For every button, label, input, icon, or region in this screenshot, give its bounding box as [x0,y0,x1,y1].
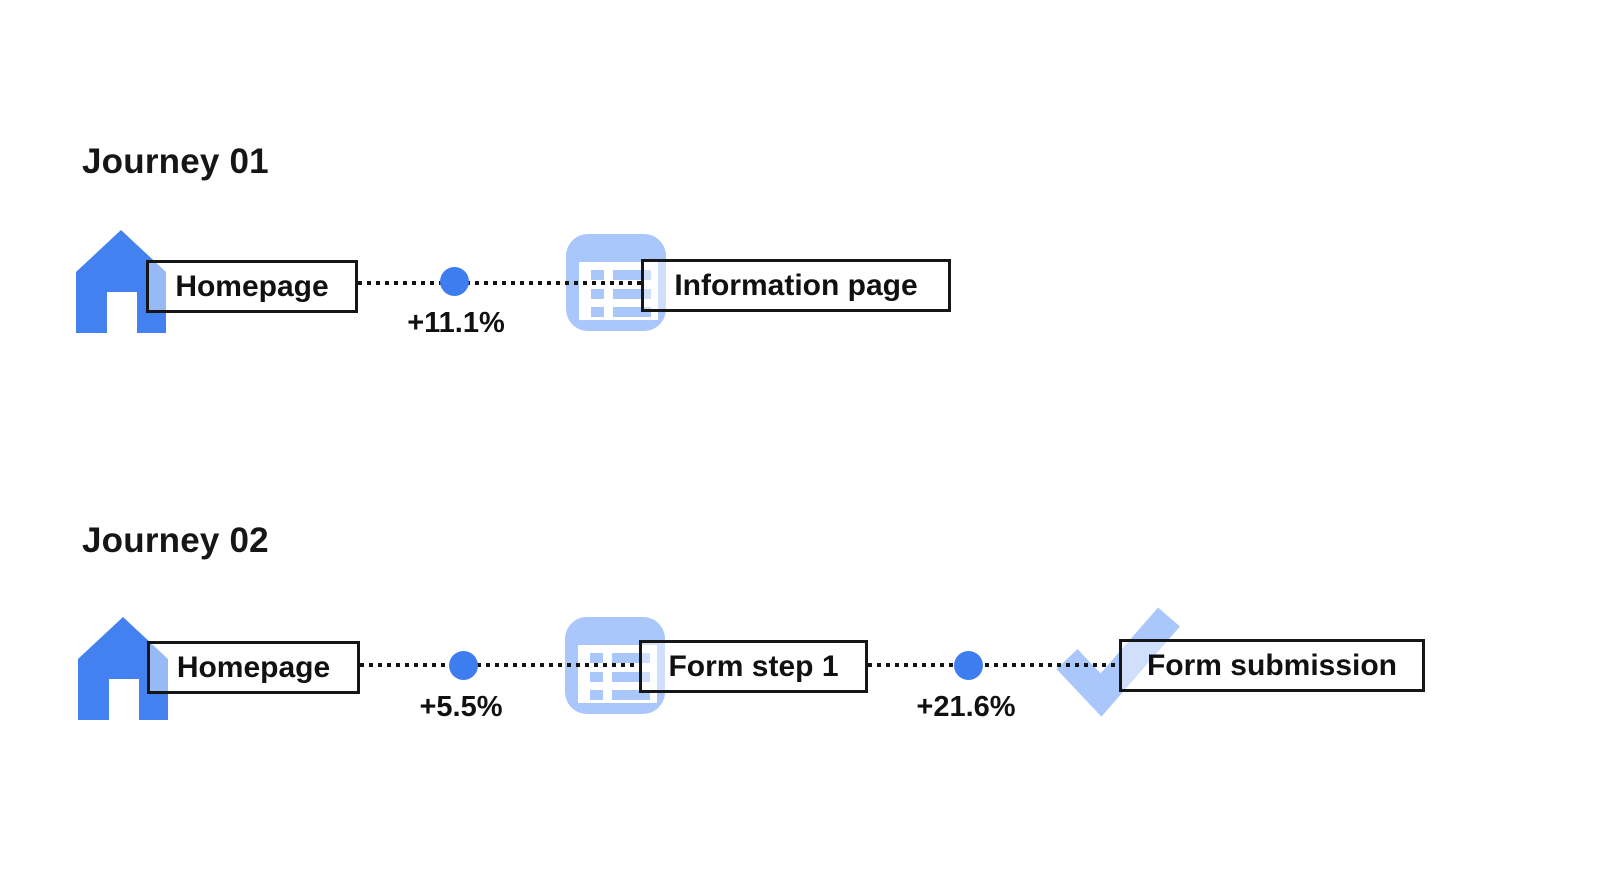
journey-2-transition-2-rate: +21.6% [916,691,1016,723]
journey-1-title: Journey 01 [82,142,269,181]
home-icon [78,617,168,720]
step-label-homepage: Homepage [146,260,358,313]
step-label-form-step-1: Form step 1 [639,640,868,693]
dotted-connector [358,281,641,285]
check-icon [1056,607,1180,717]
home-icon [76,230,166,333]
dotted-connector [360,663,639,667]
transition-dot [449,651,478,680]
step-label-homepage: Homepage [147,641,360,694]
transition-dot [954,651,983,680]
step-label-form-submission: Form submission [1119,639,1425,692]
step-label-information-page: Information page [641,259,951,312]
dotted-connector [868,663,1119,667]
transition-dot [440,267,469,296]
journey-2-transition-1-rate: +5.5% [419,691,503,723]
information-page-icon-body [579,262,658,320]
journey-1-transition-1-rate: +11.1% [407,307,505,339]
journey-2-title: Journey 02 [82,521,269,560]
form-page-icon-body [578,645,657,703]
